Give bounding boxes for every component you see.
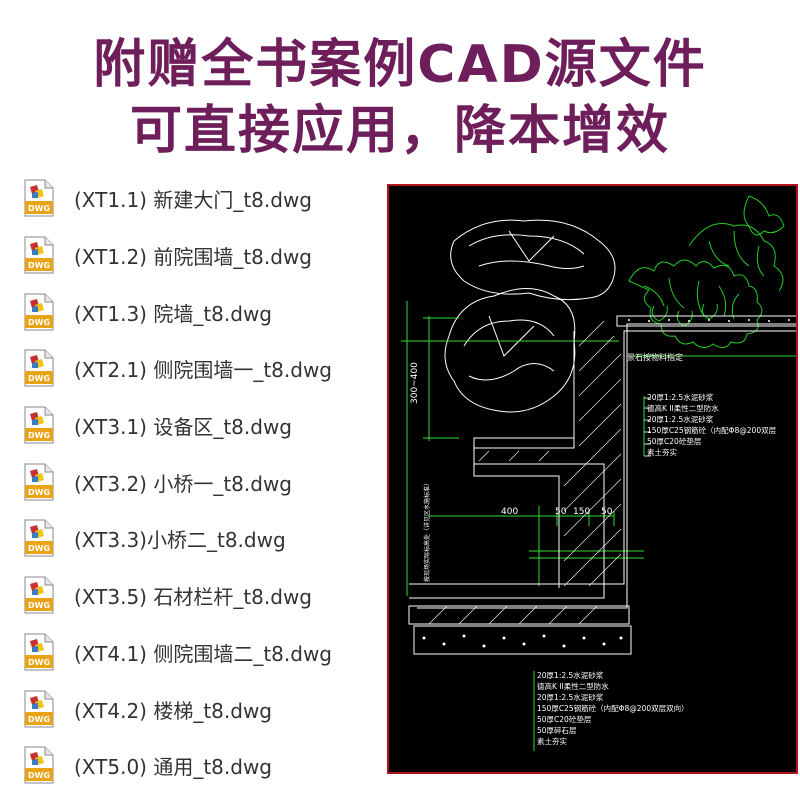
dwg-file-icon: DWG xyxy=(24,576,54,614)
note-elevation: 按现场实际标高处（详见区水施标准） xyxy=(423,480,431,582)
file-item[interactable]: DWG (XT2.1) 侧院围墙一_t8.dwg xyxy=(22,348,332,388)
note-boulder-material: 景石按物料指定 xyxy=(627,352,683,362)
dim-height: 300~400 xyxy=(410,362,420,404)
file-item[interactable]: DWG (XT1.1) 新建大门_t8.dwg xyxy=(22,178,312,218)
headline-line-2: 可直接应用，降本增效 xyxy=(129,101,670,161)
plant-foliage xyxy=(628,195,785,348)
dwg-file-icon: DWG xyxy=(24,519,54,557)
dwg-icon-label: DWG xyxy=(28,431,50,440)
file-name: (XT3.1) 设备区_t8.dwg xyxy=(74,414,293,439)
layer-lower-4: 150厚C25钢筋砼（内配Φ8@200双层双向） xyxy=(537,703,689,713)
landscape-boulder xyxy=(444,219,616,413)
file-name: (XT4.2) 楼梯_t8.dwg xyxy=(74,698,273,723)
cad-section-drawing: 景石按物料指定 300~400 按现场实际标高处（详见区水施标准） 400 50… xyxy=(401,195,796,751)
dwg-file-icon: DWG xyxy=(24,179,54,217)
file-item[interactable]: DWG (XT3.2) 小桥一_t8.dwg xyxy=(22,462,292,502)
layer-upper-4: 150厚C25钢筋砼（内配Φ8@200双层 xyxy=(647,425,777,435)
layer-lower-7: 素土夯实 xyxy=(537,736,567,746)
dwg-icon-label: DWG xyxy=(28,544,50,553)
wall-structure xyxy=(408,315,796,655)
layer-lower-3: 20厚1:2.5水泥砂浆 xyxy=(537,692,604,702)
dwg-file-icon: DWG xyxy=(24,746,54,784)
gravel-pattern xyxy=(422,319,790,648)
dim-width-50a: 50 xyxy=(555,507,567,517)
file-name: (XT1.2) 前院围墙_t8.dwg xyxy=(74,244,313,269)
layer-upper-5: 50厚C20砼垫层 xyxy=(647,436,702,446)
file-item[interactable]: DWG (XT3.3)小桥二_t8.dwg xyxy=(22,518,286,558)
concrete-hatch xyxy=(428,320,622,625)
dim-width-50b: 50 xyxy=(601,507,613,517)
dwg-icon-label: DWG xyxy=(28,488,50,497)
leader-lines xyxy=(644,397,651,457)
dim-width-400: 400 xyxy=(501,507,518,517)
file-name: (XT3.3)小桥二_t8.dwg xyxy=(74,527,286,552)
dwg-icon-label: DWG xyxy=(28,715,50,724)
dwg-icon-label: DWG xyxy=(28,318,50,327)
file-item[interactable]: DWG (XT1.3) 院墙_t8.dwg xyxy=(22,292,272,332)
dwg-file-icon: DWG xyxy=(24,293,54,331)
dwg-icon-label: DWG xyxy=(28,658,50,667)
file-name: (XT1.1) 新建大门_t8.dwg xyxy=(74,187,313,212)
dwg-file-icon: DWG xyxy=(24,633,54,671)
dwg-icon-label: DWG xyxy=(28,601,50,610)
layer-lower-1: 20厚1:2.5水泥砂浆 xyxy=(537,670,604,680)
dimension-lines xyxy=(401,301,796,751)
file-name: (XT3.2) 小桥一_t8.dwg xyxy=(74,471,293,496)
layer-lower-6: 50厚碎石层 xyxy=(537,725,577,735)
dwg-file-icon: DWG xyxy=(24,463,54,501)
file-item[interactable]: DWG (XT1.2) 前院围墙_t8.dwg xyxy=(22,235,312,275)
layer-upper-3: 20厚1:2.5水泥砂浆 xyxy=(647,414,714,424)
layer-lower-2: 德高K II柔性二型防水 xyxy=(537,681,609,691)
file-item[interactable]: DWG (XT5.0) 通用_t8.dwg xyxy=(22,745,272,785)
layer-upper-1: 20厚1:2.5水泥砂浆 xyxy=(647,392,714,402)
file-name: (XT4.1) 侧院围墙二_t8.dwg xyxy=(74,641,333,666)
cad-drawing-preview: 景石按物料指定 300~400 按现场实际标高处（详见区水施标准） 400 50… xyxy=(387,184,798,774)
file-name: (XT1.3) 院墙_t8.dwg xyxy=(74,301,273,326)
layer-lower-5: 50厚C20砼垫层 xyxy=(537,714,592,724)
headline-line-1: 附赠全书案例CAD源文件 xyxy=(93,35,707,95)
file-item[interactable]: DWG (XT4.2) 楼梯_t8.dwg xyxy=(22,689,272,729)
dwg-icon-label: DWG xyxy=(28,771,50,780)
dwg-file-icon: DWG xyxy=(24,690,54,728)
file-item[interactable]: DWG (XT3.1) 设备区_t8.dwg xyxy=(22,405,292,445)
dwg-icon-label: DWG xyxy=(28,374,50,383)
dwg-file-icon: DWG xyxy=(24,349,54,387)
dwg-icon-label: DWG xyxy=(28,261,50,270)
layer-upper-6: 素土夯实 xyxy=(647,447,677,457)
layer-upper-2: 德高K II柔性二型防水 xyxy=(647,403,719,413)
dwg-file-icon: DWG xyxy=(24,236,54,274)
file-name: (XT5.0) 通用_t8.dwg xyxy=(74,754,273,779)
file-name: (XT2.1) 侧院围墙一_t8.dwg xyxy=(74,357,333,382)
dwg-icon-label: DWG xyxy=(28,204,50,213)
file-item[interactable]: DWG (XT4.1) 侧院围墙二_t8.dwg xyxy=(22,632,332,672)
dim-width-150: 150 xyxy=(573,507,590,517)
file-item[interactable]: DWG (XT3.5) 石材栏杆_t8.dwg xyxy=(22,575,312,615)
dwg-file-icon: DWG xyxy=(24,406,54,444)
file-name: (XT3.5) 石材栏杆_t8.dwg xyxy=(74,584,313,609)
